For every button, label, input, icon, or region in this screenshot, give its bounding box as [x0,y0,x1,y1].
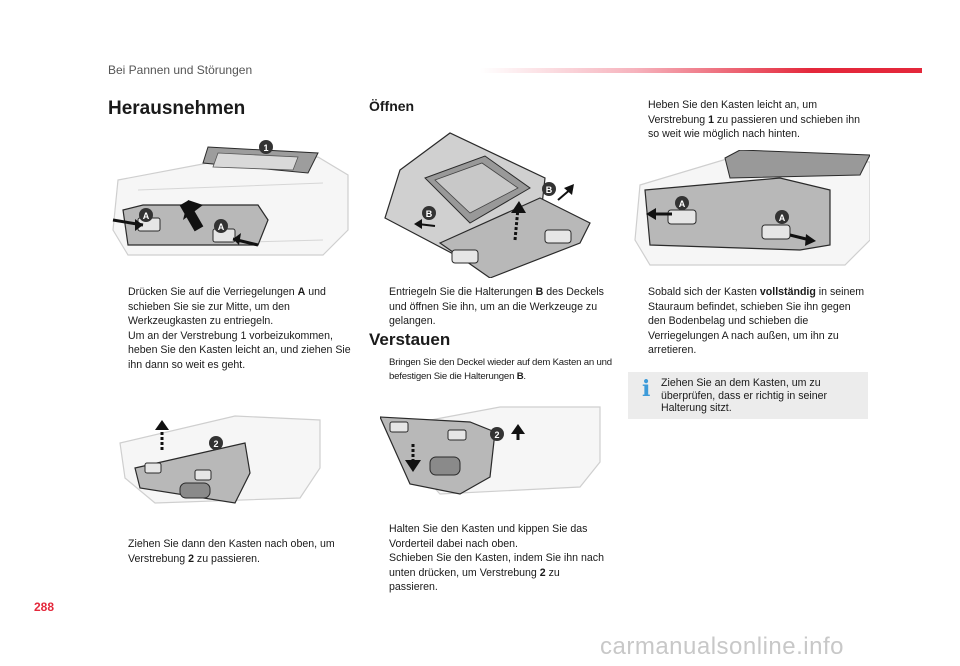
illustration-store-step2: 2 [380,406,601,495]
marker-a-right: A [218,222,225,232]
illustration-open: B B [384,132,591,278]
info-text: Ziehen Sie an dem Kasten, um zu überprüf… [661,377,828,414]
marker-b-right: B [546,185,553,195]
step-bold: B [535,286,544,298]
heading-oeffnen: Öffnen [369,98,415,114]
step-item: Sobald sich der Kasten vollständig in se… [628,285,868,358]
steps-herausnehmen-top: Drücken Sie auf die Verriegelungen A und… [108,285,353,372]
step-text: des Deckels und öffnen Sie ihn, um an di… [389,286,604,327]
step-item: Halten Sie den Kasten und kippen Sie das… [369,522,609,551]
steps-herausnehmen-bottom: Ziehen Sie dann den Kasten nach oben, um… [108,537,348,566]
step-item: Drücken Sie auf die Verriegelungen A und… [108,285,353,329]
step-bold: 1 [708,113,714,126]
marker-a-left: A [679,199,686,209]
step-text: . [523,370,526,382]
step-text: zu passieren und schieben ihn so weit wi… [648,113,861,141]
step-bold: vollständig [759,286,816,298]
step-text: zu passieren. [389,566,560,594]
marker-2: 2 [494,430,499,440]
marker-2: 2 [213,439,218,449]
illustration-store-step1: A A [634,150,870,266]
step-text: Schieben Sie den Kasten, indem Sie ihn n… [389,552,604,579]
marker-a-right: A [779,213,786,223]
marker-a-left: A [143,211,150,221]
marker-b-left: B [426,209,433,219]
step-text: Bringen Sie den Deckel wieder auf dem Ka… [389,357,612,382]
step-text: Drücken Sie auf die Verriegelungen [128,286,298,298]
step-text: Entriegeln Sie die Halterungen [389,286,536,298]
step-bold: 2 [188,552,194,565]
step-text: Heben Sie den Kasten leicht an, um Verst… [648,99,818,126]
step-text: Sobald sich der Kasten [648,286,760,298]
info-box: i Ziehen Sie an dem Kasten, um zu überpr… [628,372,868,419]
step-item: Heben Sie den Kasten leicht an, um Verst… [628,98,868,142]
info-icon: i [642,376,651,402]
step-text: zu passieren. [193,552,260,565]
step-text: und schieben Sie sie zur Mitte, um den W… [128,286,326,327]
step-item: Schieben Sie den Kasten, indem Sie ihn n… [369,551,609,595]
heading-herausnehmen: Herausnehmen [108,98,246,119]
step-bold: B [516,370,524,382]
step-text: Ziehen Sie dann den Kasten nach oben, um… [128,538,335,565]
section-header: Bei Pannen und Störungen [108,63,253,77]
step-item: Ziehen Sie dann den Kasten nach oben, um… [108,537,348,566]
step-text: Halten Sie den Kasten und kippen Sie das… [389,523,588,550]
step-item: Bringen Sie den Deckel wieder auf dem Ka… [369,356,614,383]
step-text: Um an der Verstrebung 1 vorbeizukommen, … [128,329,351,371]
step-item: Um an der Verstrebung 1 vorbeizukommen, … [108,329,353,373]
header-accent-bar [480,68,922,73]
steps-verstauen-bottom: Halten Sie den Kasten und kippen Sie das… [369,522,609,595]
step-text: in seinem Stauraum befindet, schieben Si… [648,286,865,356]
illustration-remove-step2: 2 [119,415,321,504]
watermark-text: carmanualsonline.info [600,633,844,660]
steps-col3-mid: Sobald sich der Kasten vollständig in se… [628,285,868,358]
heading-verstauen: Verstauen [369,330,451,349]
steps-verstauen: Bringen Sie den Deckel wieder auf dem Ka… [369,356,614,383]
step-bold: A [297,286,306,298]
illustration-remove-step1: A A 1 [112,140,349,256]
step-bold: 2 [539,566,546,579]
steps-col3-top: Heben Sie den Kasten leicht an, um Verst… [628,98,868,142]
marker-1: 1 [263,143,268,153]
step-item: Entriegeln Sie die Halterungen B des Dec… [369,285,609,329]
page-number: 288 [34,600,55,614]
steps-oeffnen: Entriegeln Sie die Halterungen B des Dec… [369,285,609,329]
